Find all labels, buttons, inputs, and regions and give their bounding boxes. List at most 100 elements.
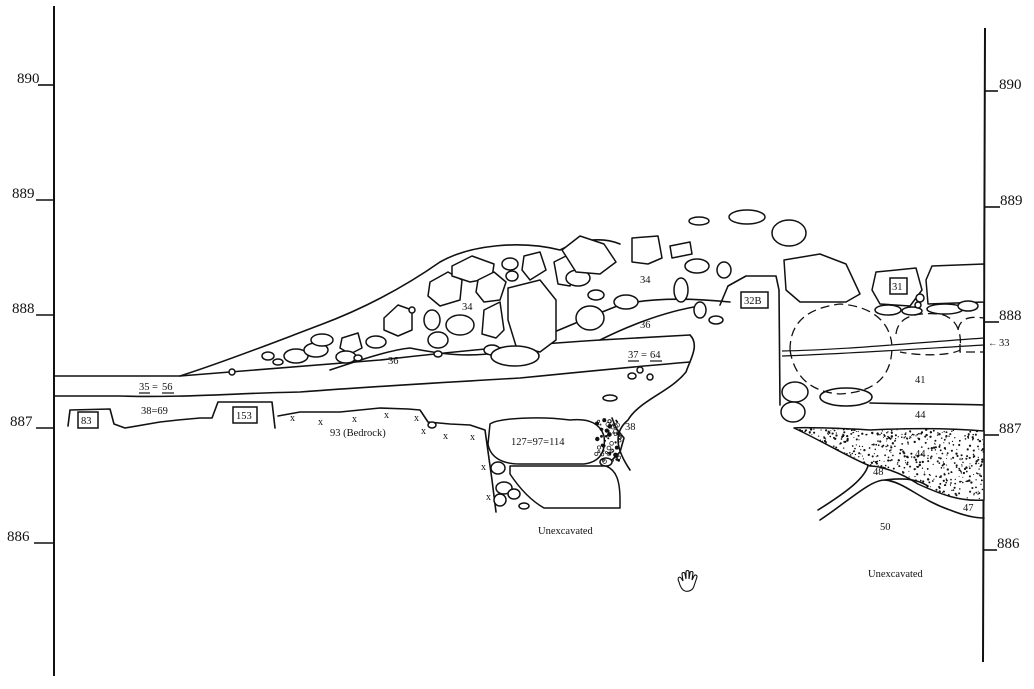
speckle-dot — [929, 435, 932, 438]
speckle-dot — [861, 432, 864, 435]
speckle-dot — [950, 471, 953, 474]
label-unexcavated-mid: Unexcavated — [538, 526, 594, 537]
label-33: 33 — [999, 338, 1010, 349]
stone — [228, 368, 236, 376]
speckle-dot — [949, 483, 951, 486]
speckle-dot — [887, 456, 890, 459]
speckle-dot — [953, 462, 956, 464]
speckle-dot — [929, 486, 932, 488]
speckle-dot — [972, 453, 975, 456]
speckle-dot — [854, 447, 856, 450]
speckle-dot — [826, 432, 829, 434]
speckle-dot — [909, 465, 912, 468]
label-36-right: 36 — [640, 320, 651, 331]
speckle-dot — [833, 429, 836, 432]
speckle-dot — [851, 452, 854, 455]
speckle-dot — [932, 463, 934, 466]
gravel-dot — [615, 419, 618, 422]
speckle-dot — [942, 490, 945, 493]
speckle-dot — [861, 455, 863, 457]
speckle-dot — [966, 455, 969, 458]
speckle-dot — [920, 479, 922, 482]
gravel-dot — [612, 431, 615, 434]
speckle-dot — [823, 439, 827, 443]
stone — [427, 331, 449, 349]
gravel-dot — [613, 432, 618, 437]
speckle-dot — [890, 429, 893, 432]
speckle-dot — [977, 472, 979, 475]
speckle-dot — [931, 449, 933, 451]
speckle-dot — [883, 434, 886, 438]
speckle-dot — [897, 461, 899, 464]
gravel-dot — [597, 450, 601, 453]
speckle-dot — [934, 449, 937, 451]
speckle-dot — [848, 428, 850, 431]
box-31 — [889, 277, 908, 295]
speckle-dot — [945, 479, 948, 482]
stone — [716, 261, 732, 279]
speckle-dot — [980, 464, 983, 467]
speckle-dot — [898, 465, 901, 468]
speckle-dot — [884, 467, 886, 469]
speckle-dot — [970, 464, 973, 467]
gravel-dot — [615, 454, 618, 458]
speckle-dot — [978, 462, 980, 464]
speckle-dot — [920, 453, 923, 456]
label-127-97-114: 127=97=114 — [511, 437, 565, 448]
speckle-dot — [964, 435, 966, 437]
gravel-dot — [613, 429, 618, 434]
speckle-dot — [965, 466, 968, 469]
label-48: 48 — [873, 467, 884, 478]
speckle-dot — [917, 437, 921, 440]
speckle-dot — [907, 443, 909, 445]
speckle-dot — [960, 472, 963, 474]
label-31: 31 — [892, 282, 903, 293]
speckle-dot — [972, 449, 975, 452]
layer-36-mid-line — [599, 305, 701, 341]
speckle-dot — [819, 439, 822, 441]
gravel-dot — [602, 449, 605, 452]
speckle-dot — [882, 466, 885, 469]
speckle-dot — [892, 454, 894, 457]
speckle-dot — [936, 434, 939, 436]
speckle-dot — [978, 440, 981, 443]
speckle-dot — [968, 465, 970, 467]
speckle-dot — [908, 476, 910, 478]
speckle-dot — [935, 475, 938, 478]
stone — [490, 461, 506, 475]
speckle-dot — [962, 481, 964, 484]
speckle-dot — [913, 440, 916, 444]
speckle-dot — [954, 478, 956, 481]
speckle-dot — [830, 430, 832, 432]
speckle-dot — [855, 438, 858, 441]
speckle-dot — [913, 456, 916, 459]
stone — [505, 270, 519, 282]
speckle-dot — [914, 458, 918, 461]
gravel-dot — [606, 445, 612, 451]
x-mark: x — [481, 462, 486, 473]
speckle-dot — [974, 462, 978, 465]
speckle-dot — [965, 470, 968, 473]
speckle-dot — [855, 430, 857, 432]
speckle-dot — [975, 429, 979, 433]
speckle-dot — [977, 438, 979, 441]
speckle-dot — [952, 429, 955, 431]
speckle-dot — [938, 433, 941, 436]
stone — [771, 219, 807, 247]
speckle-dot — [955, 466, 958, 468]
speckle-dot — [972, 433, 974, 436]
speckle-dot — [941, 432, 943, 434]
speckle-dot — [902, 450, 905, 453]
speckle-dot — [959, 488, 961, 490]
speckle-dot — [880, 465, 883, 468]
label-37: 37 — [628, 350, 639, 361]
speckle-dot — [846, 434, 849, 438]
speckle-dot — [927, 460, 930, 463]
speckle-dot — [853, 436, 855, 439]
speckle-dot — [876, 433, 879, 436]
stone — [493, 493, 507, 507]
arrow-33: ← — [988, 339, 998, 349]
speckle-dot — [960, 470, 962, 473]
speckle-dot — [852, 450, 856, 453]
